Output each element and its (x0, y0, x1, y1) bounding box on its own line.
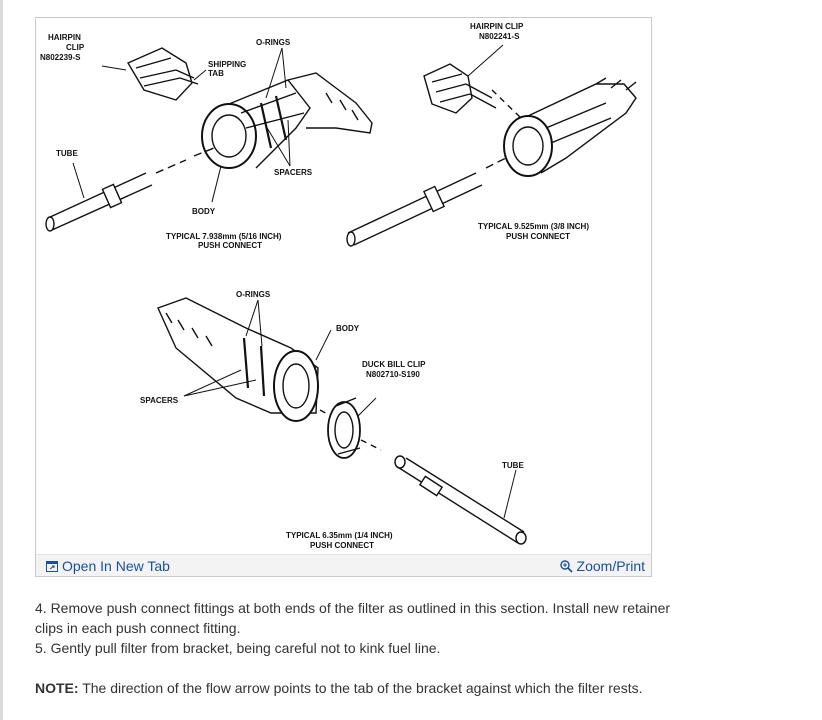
o-rings-top-label: O-RINGS (256, 38, 291, 47)
caption-1-4-line-2: PUSH CONNECT (310, 541, 374, 550)
shipping-tab-label-1: SHIPPING (208, 60, 246, 69)
tube-bottom-label: TUBE (502, 461, 524, 470)
tube-3-8-drawing (346, 89, 522, 247)
body-top-label: BODY (192, 207, 216, 216)
caption-3-8-line-2: PUSH CONNECT (506, 232, 570, 241)
zoom-print-label: Zoom/Print (576, 558, 645, 574)
hairpin-clip-right-part-number: N802241-S (479, 32, 520, 41)
tube-1-4-drawing (394, 455, 527, 545)
page-left-border (0, 0, 3, 720)
spacers-top-label: SPACERS (274, 168, 313, 177)
instructions-text: 4. Remove push connect fittings at both … (35, 598, 675, 698)
open-in-new-tab-button[interactable]: Open In New Tab (46, 558, 170, 574)
open-new-tab-icon (46, 560, 58, 572)
figure-toolbar: Open In New Tab Zoom/Print (36, 554, 651, 576)
caption-5-16-line-1: TYPICAL 7.938mm (5/16 INCH) (166, 232, 282, 241)
push-connect-fittings-diagram: HAIRPIN CLIP N802239-S SHIPPING TAB O-RI… (40, 22, 637, 550)
hairpin-clip-left-label-2: CLIP (66, 43, 85, 52)
tube-5-16-drawing (45, 147, 215, 232)
body-1-4-drawing (157, 297, 319, 422)
hairpin-clip-right-drawing (423, 63, 497, 114)
hairpin-clip-left-drawing (126, 47, 199, 101)
note-paragraph: NOTE: The direction of the flow arrow po… (35, 678, 675, 698)
body-bottom-label: BODY (336, 324, 360, 333)
caption-3-8-line-1: TYPICAL 9.525mm (3/8 INCH) (478, 222, 589, 231)
shipping-tab-label-2: TAB (208, 69, 224, 78)
tube-left-label: TUBE (56, 149, 78, 158)
duck-bill-clip-label: DUCK BILL CLIP (362, 360, 426, 369)
zoom-print-button[interactable]: Zoom/Print (559, 558, 645, 574)
hairpin-clip-left-part-number: N802239-S (40, 53, 81, 62)
step-4-text: 4. Remove push connect fittings at both … (35, 600, 671, 636)
body-3-8-drawing (503, 77, 637, 177)
magnifier-zoom-icon (559, 559, 573, 573)
caption-1-4-line-1: TYPICAL 6.35mm (1/4 INCH) (286, 531, 393, 540)
open-in-new-tab-label: Open In New Tab (62, 558, 170, 574)
duck-bill-clip-part-number: N802710-S190 (366, 370, 420, 379)
step-5-text: 5. Gently pull filter from bracket, bein… (35, 640, 441, 656)
o-rings-bottom-label: O-RINGS (236, 290, 271, 299)
note-label: NOTE: (35, 680, 79, 696)
note-text: The direction of the flow arrow points t… (78, 680, 643, 696)
spacers-bottom-label: SPACERS (140, 396, 179, 405)
body-5-16-drawing (201, 72, 373, 169)
leader-lines (72, 44, 517, 519)
hairpin-clip-left-label-1: HAIRPIN (48, 33, 81, 42)
hairpin-clip-right-label: HAIRPIN CLIP (470, 22, 524, 31)
caption-5-16-line-2: PUSH CONNECT (198, 241, 262, 250)
diagram-figure: HAIRPIN CLIP N802239-S SHIPPING TAB O-RI… (35, 17, 652, 577)
duck-bill-clip-drawing (319, 397, 382, 459)
